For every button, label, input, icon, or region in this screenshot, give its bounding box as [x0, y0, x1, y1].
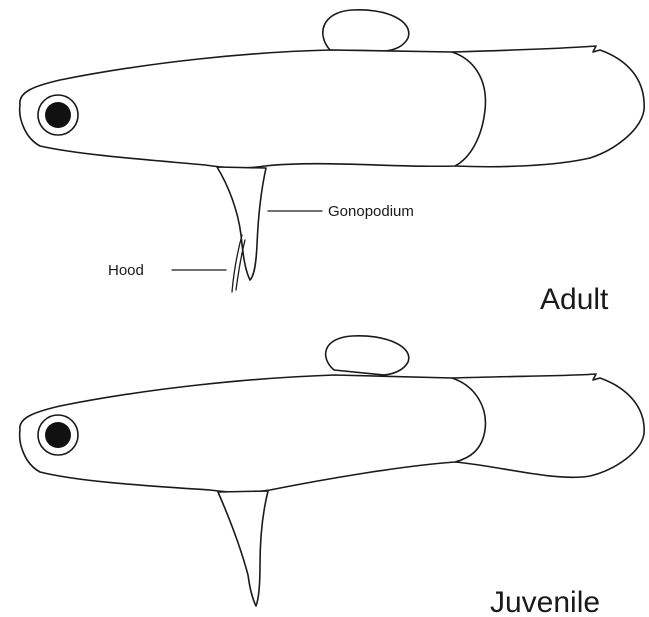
juvenile-body: [20, 375, 486, 492]
adult-label: Adult: [540, 283, 609, 316]
adult-pupil: [45, 102, 71, 128]
adult-dorsal-fin: [323, 10, 409, 51]
juvenile-pupil: [45, 422, 71, 448]
adult-body: [20, 50, 486, 168]
juvenile-anal-fin: [218, 491, 268, 606]
juvenile-dorsal-fin: [326, 336, 409, 375]
adult-gonopodium: [217, 167, 266, 280]
adult-hood-inner: [236, 240, 245, 290]
juvenile-fish: Juvenile: [20, 336, 644, 617]
gonopodium-label: Gonopodium: [328, 203, 414, 220]
hood-label: Hood: [108, 262, 144, 279]
juvenile-label: Juvenile: [490, 586, 600, 617]
adult-fish: Gonopodium Hood Adult: [20, 10, 644, 316]
